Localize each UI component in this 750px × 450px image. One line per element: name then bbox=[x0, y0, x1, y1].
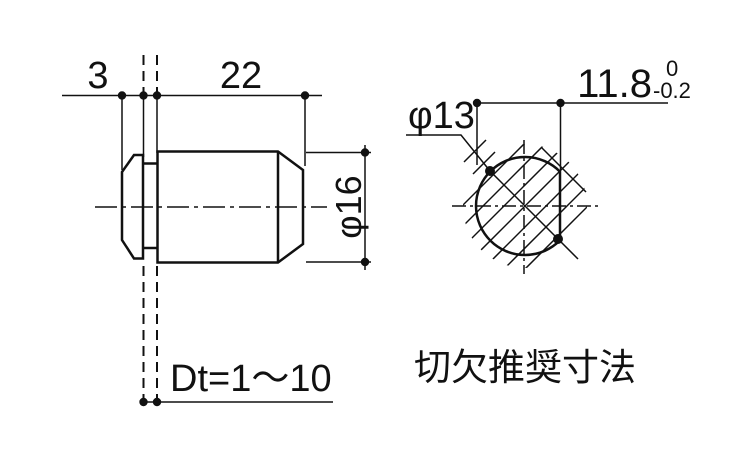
tolerance-lower-label: -0.2 bbox=[653, 78, 691, 103]
leader-dot bbox=[485, 166, 495, 176]
dim-hole-diameter-label: φ13 bbox=[408, 95, 475, 137]
hatching bbox=[463, 144, 587, 268]
panel-thickness-label: Dt=1〜10 bbox=[170, 358, 332, 400]
top-dimension-line bbox=[62, 91, 322, 170]
dim-flat-width-label: 11.8 bbox=[577, 62, 652, 106]
tolerance-upper-label: 0 bbox=[666, 56, 678, 81]
cutout-caption: 切欠推奨寸法 bbox=[414, 347, 636, 388]
panel-thickness-leader bbox=[139, 397, 333, 407]
side-view: 3 22 φ16 Dt=1〜10 bbox=[62, 55, 371, 407]
dim-body-length-label: 22 bbox=[220, 55, 262, 97]
flat-width-dimension bbox=[472, 98, 668, 170]
flat-corner-dot bbox=[553, 234, 563, 244]
dia13-leader bbox=[406, 134, 579, 260]
dia16-dimension bbox=[306, 145, 371, 270]
cutout-hole-outline bbox=[474, 155, 562, 257]
dim-head-thickness-label: 3 bbox=[87, 55, 108, 97]
dim-body-diameter-label: φ16 bbox=[328, 175, 369, 238]
panel-plane-lines bbox=[142, 55, 158, 398]
cutout-view: 11.8 0 -0.2 φ13 切欠推奨寸法 bbox=[406, 56, 691, 388]
